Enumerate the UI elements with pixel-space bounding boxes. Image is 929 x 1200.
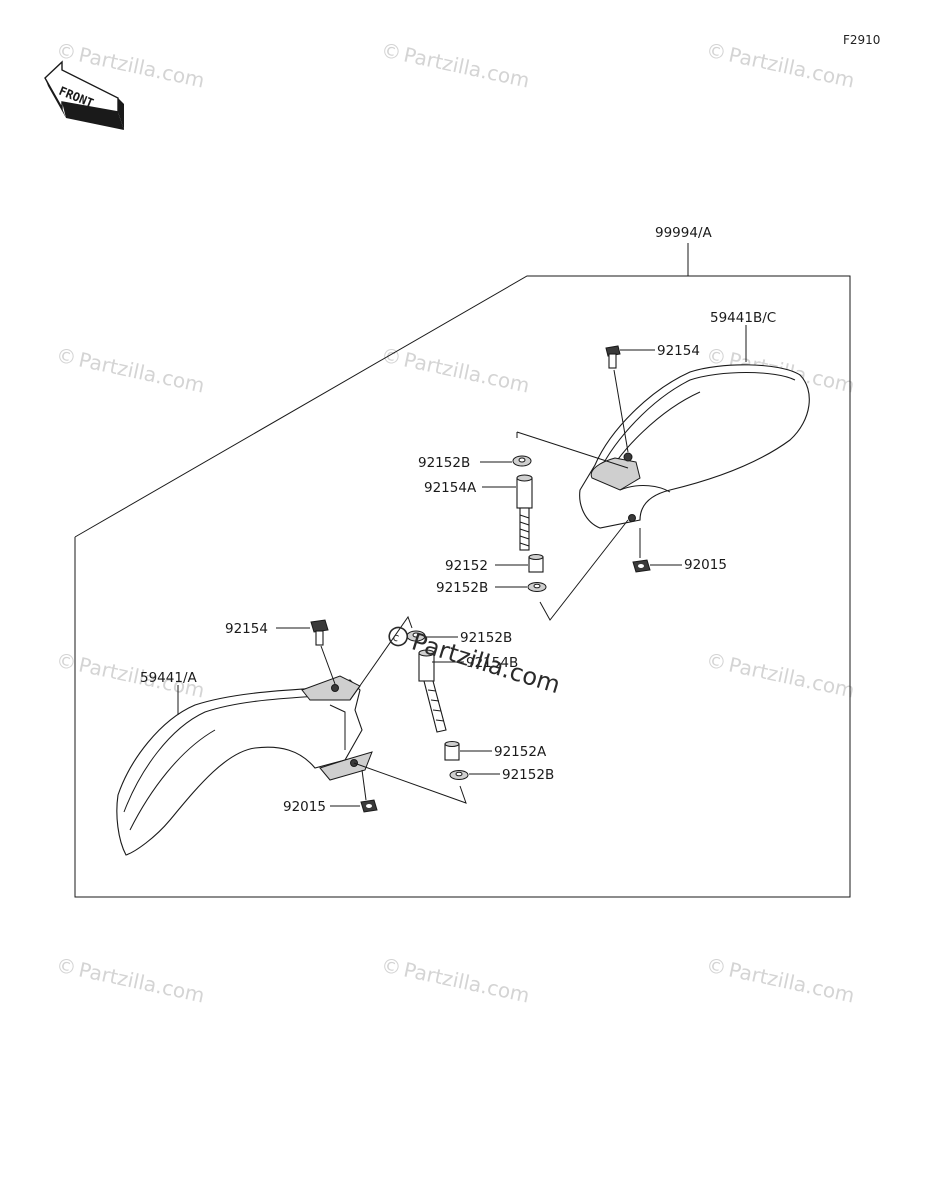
watermarks: ©Partzilla.com ©Partzilla.com ©Partzilla… — [54, 38, 857, 1008]
watermark: © — [704, 38, 729, 66]
callout-collar-right: 92152 — [445, 558, 488, 574]
watermark: Partzilla.com — [727, 42, 857, 92]
watermark: © — [54, 953, 79, 981]
watermark: Partzilla.com — [727, 652, 857, 702]
collar-icon — [528, 554, 544, 573]
bolt-icon — [310, 619, 329, 646]
watermark: Partzilla.com — [402, 957, 532, 1007]
long-bolt-icon — [516, 474, 533, 551]
watermark: Partzilla.com — [402, 347, 532, 397]
long-bolt-icon — [418, 649, 447, 733]
watermark: © — [54, 343, 79, 371]
diagram-code: F2910 — [843, 33, 880, 47]
watermark: © — [54, 38, 79, 66]
collar-icon — [444, 741, 460, 761]
watermark: Partzilla.com — [77, 347, 207, 397]
callout-collar-b-right: 92152B — [418, 455, 470, 471]
callout-guard-right: 59441B/C — [710, 310, 776, 326]
callout-nut-left: 92015 — [283, 799, 326, 815]
hand-guard-right — [579, 364, 810, 529]
callout-collar-b-left: 92152B — [460, 630, 512, 646]
watermark: © — [704, 648, 729, 676]
assembly-label: 99994/A — [655, 225, 712, 241]
bolt-icon — [605, 345, 621, 369]
hand-guard-left — [116, 675, 373, 856]
watermark: Partzilla.com — [77, 42, 207, 92]
watermark: Partzilla.com — [727, 957, 857, 1007]
callout-bolt-right: 92154 — [657, 343, 700, 359]
callout-collar-b-left-lower: 92152B — [502, 767, 554, 783]
watermark: © — [379, 953, 404, 981]
callout-bolt-a-right: 92154A — [424, 480, 477, 496]
watermark: Partzilla.com — [77, 957, 207, 1007]
front-arrow-icon: FRONT — [44, 60, 124, 130]
watermark: Partzilla.com — [402, 42, 532, 92]
callout-nut-right: 92015 — [684, 557, 727, 573]
callout-bolt-left: 92154 — [225, 621, 268, 637]
assembly-frame — [74, 243, 851, 898]
callout-guard-left: 59441/A — [140, 670, 197, 686]
watermark: © — [379, 38, 404, 66]
watermark: © — [379, 343, 404, 371]
callout-bolt-b-left: 92154B — [466, 655, 518, 671]
callout-collar-b-right-lower: 92152B — [436, 580, 488, 596]
nut-icon — [360, 799, 378, 813]
nut-icon — [632, 559, 651, 573]
watermark: © — [704, 953, 729, 981]
svg-text:c: c — [391, 630, 401, 644]
callout-collar-a-left: 92152A — [494, 744, 547, 760]
